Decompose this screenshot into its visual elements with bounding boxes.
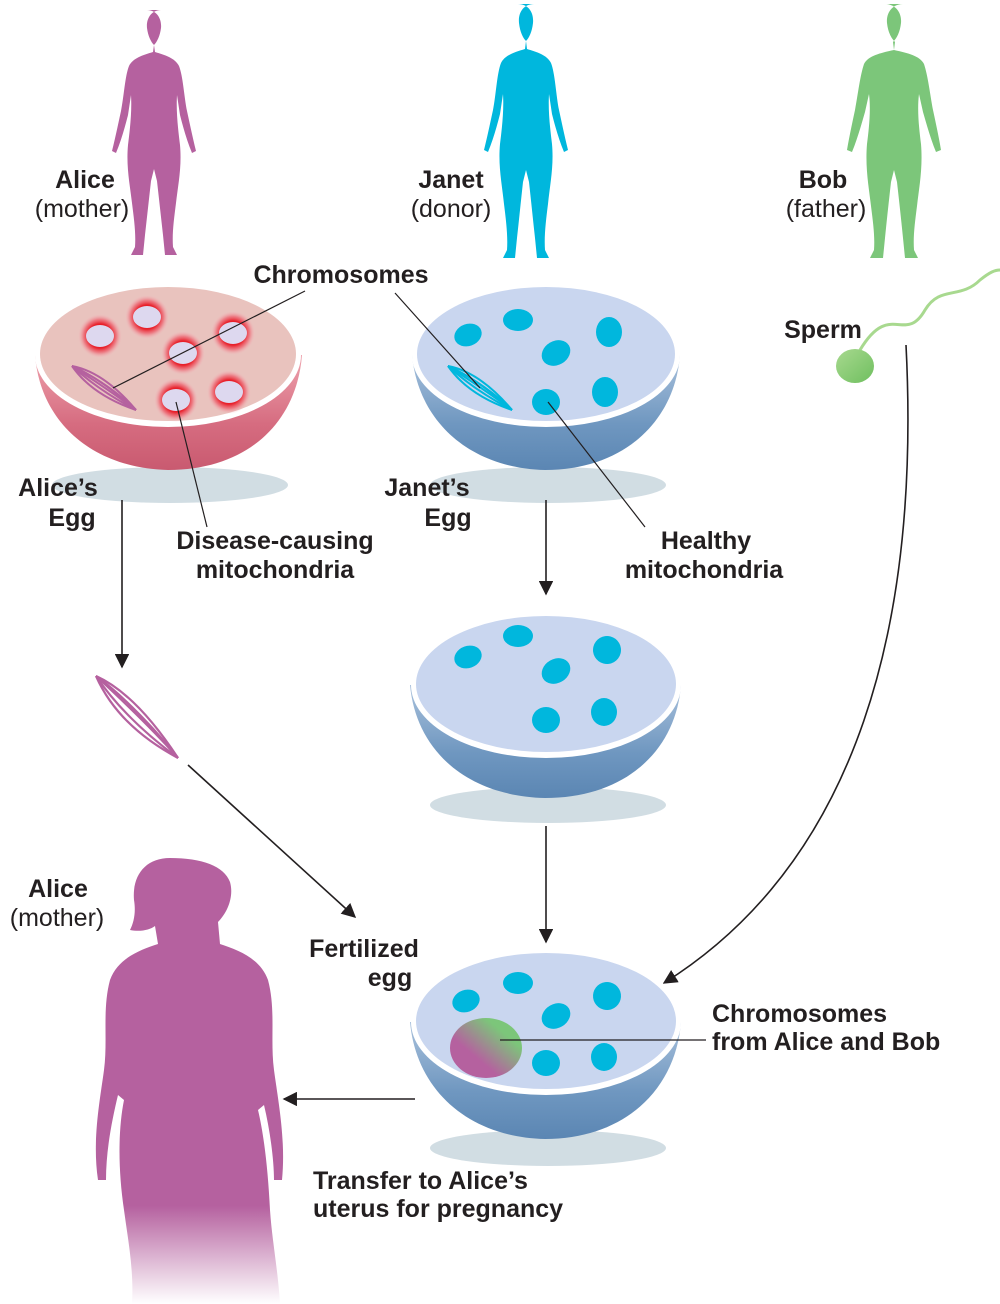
alice-name: Alice xyxy=(55,166,115,194)
enucleated-egg xyxy=(410,612,681,823)
disease-leader xyxy=(175,401,208,528)
transfer-label-1: Transfer to Alice’s xyxy=(313,1167,528,1195)
janet-spindle-icon xyxy=(447,365,513,411)
healthy-mitochondria-group xyxy=(454,309,622,415)
combined-chromosomes-blob xyxy=(450,1018,522,1078)
alices-egg-label-1: Alice’s xyxy=(18,474,98,502)
fertilized-mitochondria-group xyxy=(452,972,621,1076)
sperm-icon xyxy=(836,268,1000,383)
transfer-label-2: uterus for pregnancy xyxy=(313,1195,563,1223)
janet-name: Janet xyxy=(418,166,484,194)
arrow-sperm-to-fertilized xyxy=(662,344,909,984)
disease-label-1: Disease-causing xyxy=(176,527,373,555)
bob-name: Bob xyxy=(799,166,848,194)
bob-role: (father) xyxy=(786,195,867,223)
janets-egg-label-1: Janet’s xyxy=(384,474,469,502)
alice-figure xyxy=(112,10,196,255)
sperm-label: Sperm xyxy=(784,316,862,344)
chromosomes-leader-janet xyxy=(394,292,481,389)
healthy-leader xyxy=(547,401,646,528)
chromosomes-label: Chromosomes xyxy=(253,261,428,289)
extracted-spindle-icon xyxy=(94,674,179,759)
enucleated-mitochondria-group xyxy=(454,625,621,733)
alices-egg-label-2: Egg xyxy=(48,504,95,532)
alice-role: (mother) xyxy=(35,195,129,223)
chromosomes-from-label-2: from Alice and Bob xyxy=(712,1028,940,1056)
alice-spindle-icon xyxy=(71,365,137,411)
alices-egg xyxy=(35,283,302,503)
alice-torso-figure xyxy=(95,858,284,1304)
fertilized-egg xyxy=(410,949,681,1166)
arrow-chromosomes-to-fertilized xyxy=(187,764,357,918)
janet-figure xyxy=(484,4,568,258)
disease-label-2: mitochondria xyxy=(196,556,355,584)
fertilized-label-1: Fertilized xyxy=(309,935,419,963)
chromosomes-from-label-1: Chromosomes xyxy=(712,1000,887,1028)
janet-role: (donor) xyxy=(411,195,492,223)
alice-bottom-role: (mother) xyxy=(10,904,104,932)
alice-bottom-name: Alice xyxy=(28,875,88,903)
healthy-label-2: mitochondria xyxy=(625,556,784,584)
chromosomes-leader-alice xyxy=(112,290,306,389)
janets-egg xyxy=(412,283,680,503)
bob-figure xyxy=(847,4,941,258)
healthy-label-1: Healthy xyxy=(661,527,751,555)
disease-mitochondria-group xyxy=(78,295,255,422)
janets-egg-label-2: Egg xyxy=(424,504,471,532)
fertilized-label-2: egg xyxy=(368,964,412,992)
